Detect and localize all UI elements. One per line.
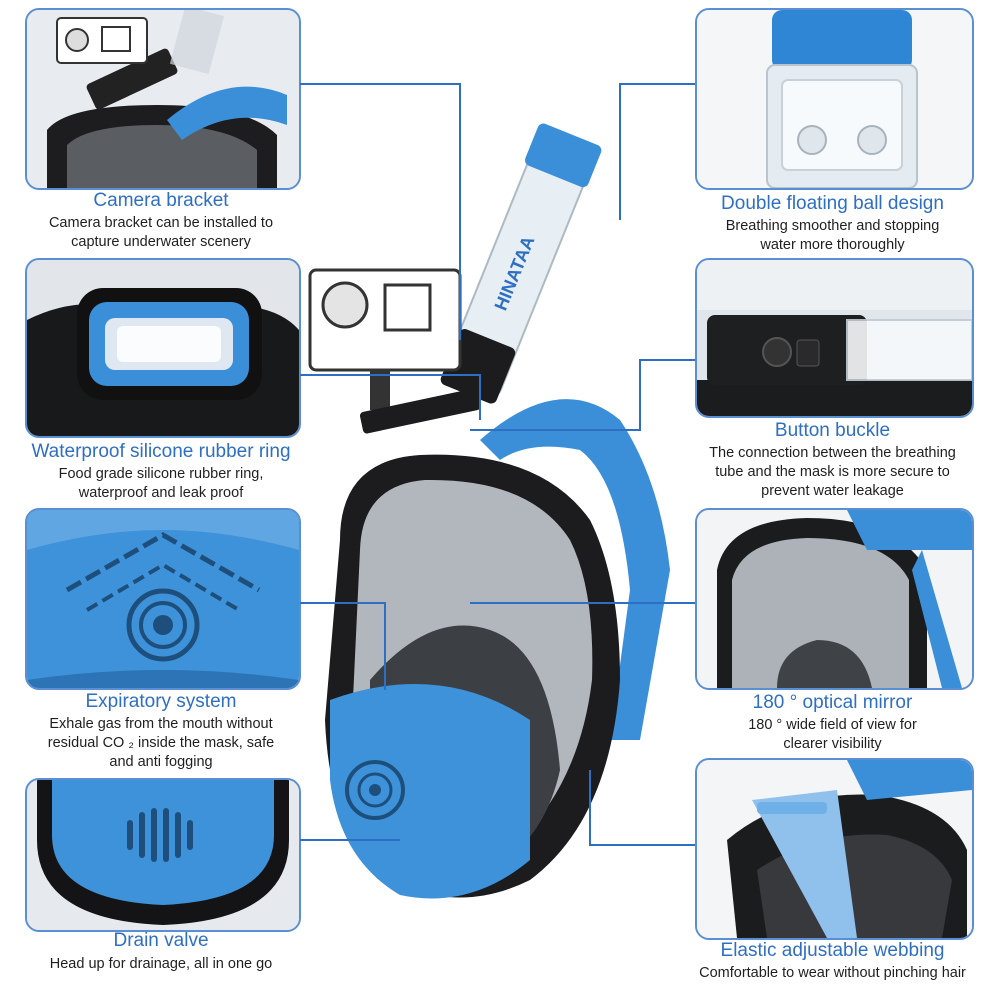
snorkel-mask-illustration: HINATAA bbox=[308, 123, 670, 899]
floating-ball-image bbox=[697, 10, 972, 188]
floating-ball-title: Double floating ball design bbox=[721, 193, 944, 214]
camera-bracket-panel bbox=[25, 8, 301, 190]
expiratory-system-desc: Exhale gas from the mouth without residu… bbox=[47, 716, 275, 770]
optical-mirror-desc: 180 ° wide field of view for clearer vis… bbox=[748, 717, 917, 752]
callout-line-ring bbox=[300, 374, 481, 420]
button-buckle-title: Button buckle bbox=[774, 420, 891, 441]
floating-ball-desc: Breathing smoother and stopping water mo… bbox=[725, 218, 940, 253]
callout-line-expiratory bbox=[300, 602, 386, 690]
silicone-ring-image bbox=[27, 260, 299, 436]
expiratory-system-image bbox=[27, 510, 299, 688]
action-camera bbox=[308, 268, 481, 434]
button-buckle-panel bbox=[695, 258, 974, 418]
drain-valve-title: Drain valve bbox=[113, 930, 209, 951]
floating-ball-panel bbox=[695, 8, 974, 190]
elastic-webbing-panel bbox=[695, 758, 974, 940]
callout-line-camera bbox=[300, 83, 461, 340]
mouth-cover bbox=[330, 684, 530, 899]
strap-shape bbox=[480, 399, 670, 740]
drain-valve-panel bbox=[25, 778, 301, 932]
callout-line-buckle bbox=[470, 359, 695, 431]
optical-mirror-image bbox=[697, 510, 972, 688]
silicone-ring-panel bbox=[25, 258, 301, 438]
drain-valve-image bbox=[27, 780, 299, 930]
silicone-ring-title: Waterproof silicone rubber ring bbox=[31, 441, 291, 462]
optical-mirror-panel bbox=[695, 508, 974, 690]
silicone-ring-desc: Food grade silicone rubber ring, waterpr… bbox=[58, 466, 264, 501]
camera-bracket-title: Camera bracket bbox=[93, 190, 229, 211]
expiratory-system-title: Expiratory system bbox=[85, 691, 237, 712]
button-buckle-image bbox=[697, 260, 972, 416]
drain-valve-desc: Head up for drainage, all in one go bbox=[49, 956, 273, 972]
camera-bracket-image bbox=[27, 10, 299, 188]
button-buckle-desc: The connection between the breathing tub… bbox=[709, 445, 956, 499]
elastic-webbing-desc: Comfortable to wear without pinching hai… bbox=[699, 965, 966, 981]
callout-line-floating-ball bbox=[619, 83, 695, 220]
elastic-webbing-image bbox=[697, 760, 972, 938]
camera-bracket-desc: Camera bracket can be installed to captu… bbox=[48, 215, 274, 250]
optical-mirror-title: 180 ° optical mirror bbox=[752, 692, 913, 713]
callout-line-webbing bbox=[589, 770, 695, 846]
elastic-webbing-title: Elastic adjustable webbing bbox=[720, 940, 945, 961]
expiratory-system-panel bbox=[25, 508, 301, 690]
